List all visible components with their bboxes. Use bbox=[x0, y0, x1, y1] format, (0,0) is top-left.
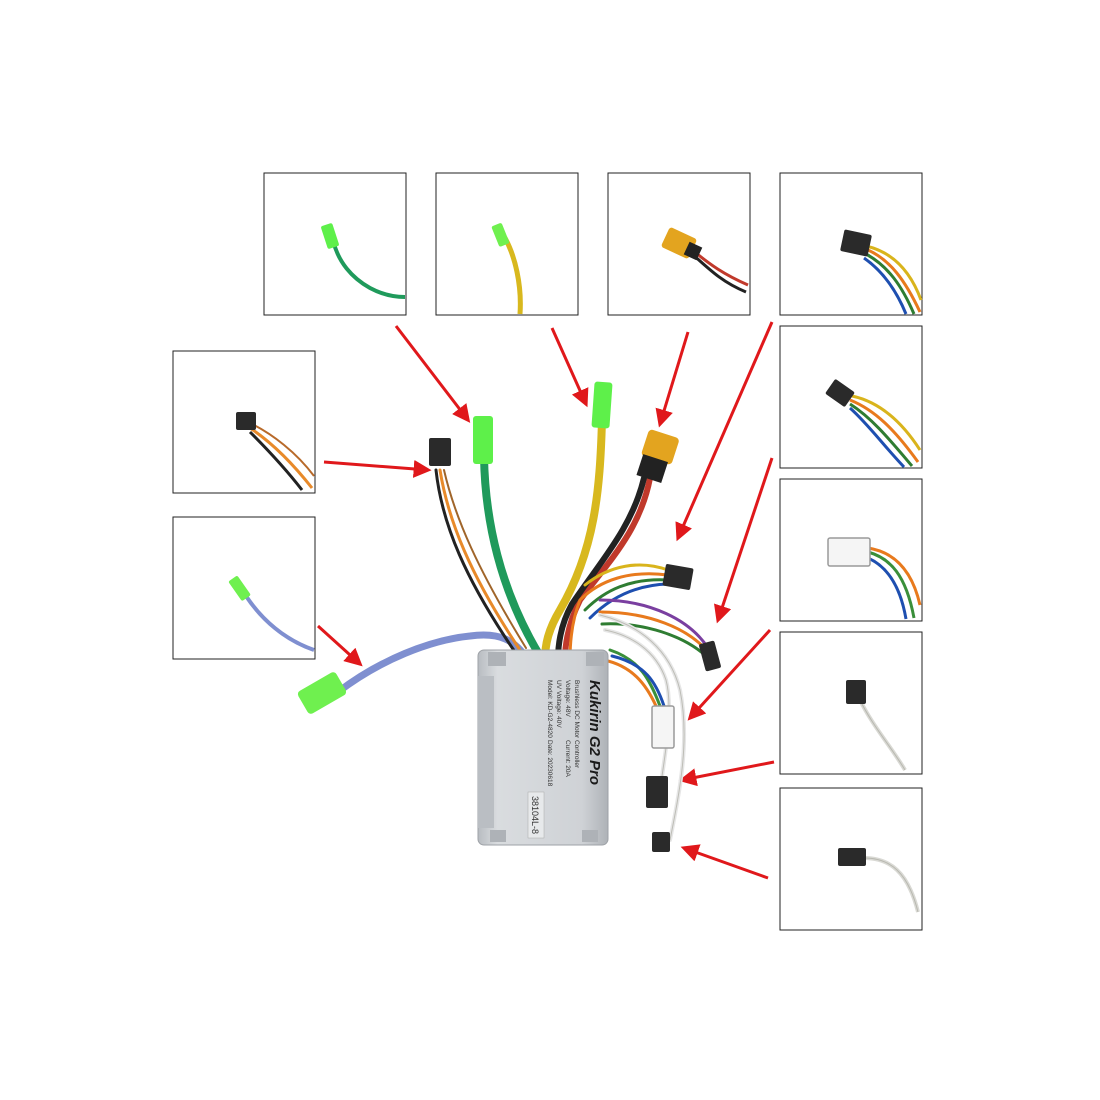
hall-plug-icon bbox=[825, 379, 855, 407]
spec-line-3: Current: 20A bbox=[564, 740, 571, 778]
green-terminal-icon bbox=[321, 223, 339, 249]
throttle-plug-icon bbox=[236, 412, 256, 430]
white-plug-connector-icon bbox=[651, 705, 675, 749]
controller-box: Kukirin G2 Pro Brushless DC Motor Contro… bbox=[477, 649, 609, 846]
hall-connector-icon bbox=[699, 640, 721, 672]
brake-connector-icon bbox=[652, 832, 670, 852]
pointer-arrows bbox=[316, 321, 775, 880]
multi-pin-plug-icon bbox=[840, 229, 872, 257]
arrow-green bbox=[394, 325, 471, 423]
serial-tag: 38104L-8 bbox=[530, 796, 540, 834]
yellow-terminal-connector-icon bbox=[591, 381, 613, 429]
green-terminal-connector-icon bbox=[473, 416, 493, 464]
arrow-hall bbox=[714, 457, 774, 624]
light-plug-icon bbox=[846, 680, 866, 704]
spec-line-5: Model: KD-G2-4820 bbox=[546, 680, 553, 738]
callout-white-plug bbox=[779, 478, 923, 622]
callout-brake-plug bbox=[779, 787, 923, 931]
callout-green-terminal bbox=[263, 172, 407, 316]
arrow-xt60 bbox=[655, 331, 690, 428]
arrow-light bbox=[678, 760, 775, 787]
callout-throttle-plug bbox=[172, 350, 316, 494]
wire-bundle bbox=[334, 416, 710, 842]
callout-xt60-power bbox=[607, 172, 751, 316]
arrow-brake bbox=[680, 844, 769, 880]
blue-terminal-icon bbox=[228, 576, 251, 601]
spec-line-6: Date: 20230618 bbox=[546, 740, 553, 787]
brake-plug-icon bbox=[838, 848, 866, 866]
arrow-white-plug bbox=[687, 628, 772, 721]
light-connector-icon bbox=[646, 776, 668, 808]
xt60-connector-icon bbox=[636, 429, 679, 484]
throttle-connector-icon bbox=[429, 438, 451, 466]
multi-pin-connector-icon bbox=[662, 564, 694, 590]
callout-hall-sensor bbox=[779, 325, 923, 469]
spec-line-2: Voltage: 48V bbox=[564, 680, 571, 718]
callout-blue-terminal bbox=[172, 516, 316, 660]
yellow-terminal-icon bbox=[491, 223, 510, 247]
arrow-multi-pin bbox=[675, 321, 774, 542]
spec-line-4: UV Voltage: 40V bbox=[555, 680, 562, 728]
callout-light-plug bbox=[779, 631, 923, 775]
blue-terminal-connector-icon bbox=[297, 672, 347, 714]
callout-yellow-terminal bbox=[435, 172, 579, 316]
callout-multi-pin-display bbox=[779, 172, 923, 316]
main-connectors bbox=[297, 381, 721, 852]
arrow-blue bbox=[316, 624, 363, 667]
brand-label: Kukirin G2 Pro bbox=[586, 680, 603, 785]
white-plug-icon bbox=[827, 537, 871, 567]
spec-line-1: Brushless DC Motor Controller bbox=[573, 680, 580, 769]
arrow-throttle bbox=[323, 459, 432, 478]
arrow-yellow bbox=[550, 327, 589, 408]
